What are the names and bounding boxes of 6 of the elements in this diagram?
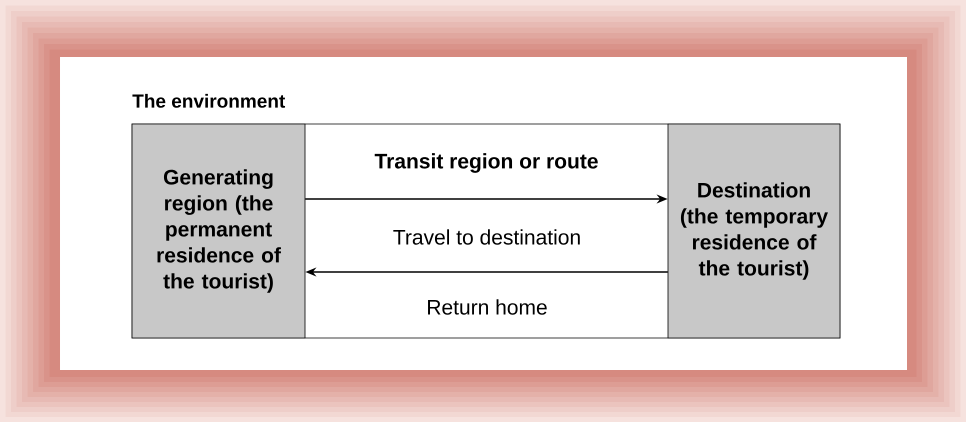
region-heading: Transit region or route	[374, 153, 598, 173]
region-box: Generating region (the permanent residence of the tourist)	[132, 124, 306, 338]
edge-label: Return home	[425, 298, 549, 316]
node-label: The environment	[132, 94, 286, 108]
edge-label: Travel to destination	[392, 228, 582, 246]
region-box: Destination (the temporary residence of the tourist)	[668, 124, 840, 338]
